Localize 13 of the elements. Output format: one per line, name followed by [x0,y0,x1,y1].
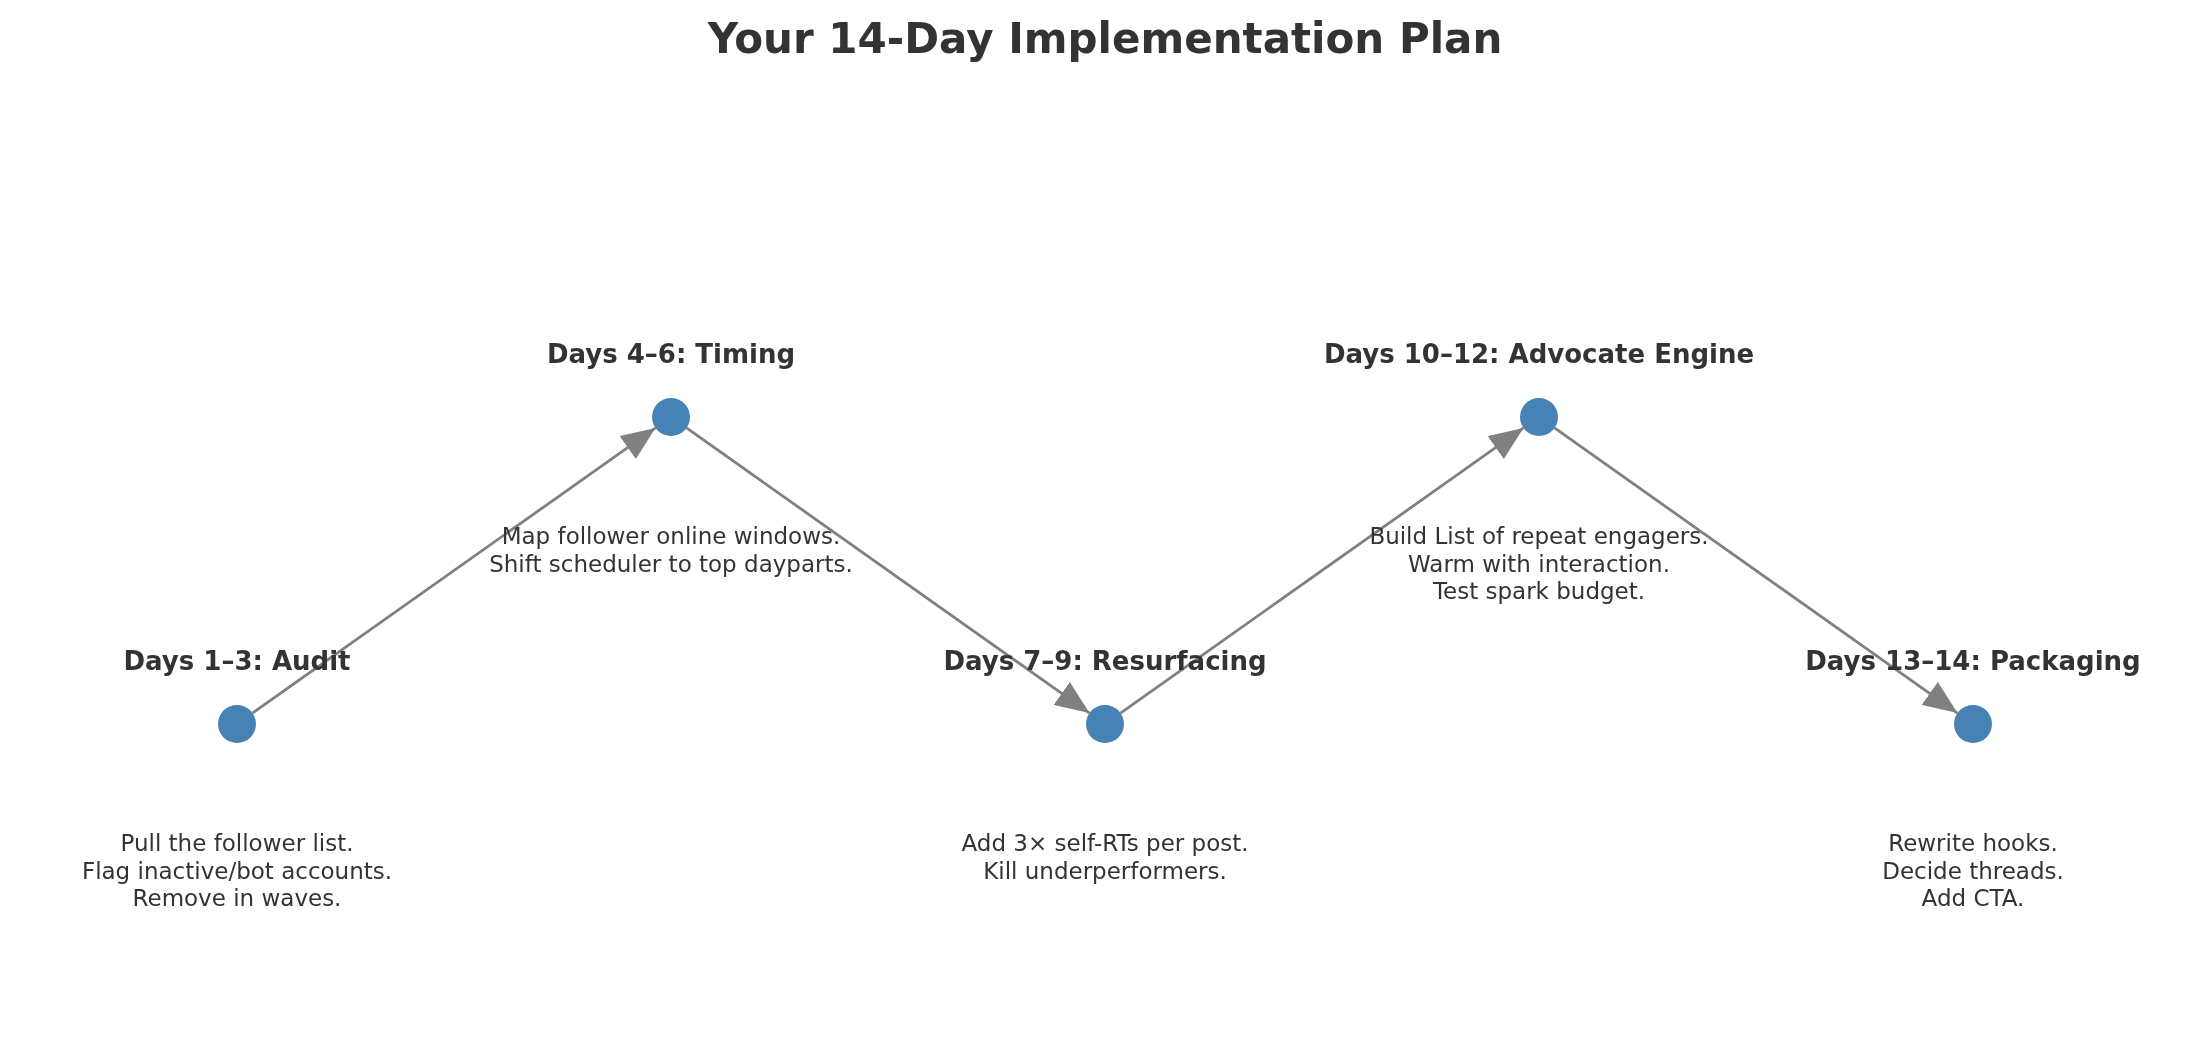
arrow [1553,426,1959,715]
diagram-title: Your 14-Day Implementation Plan [707,14,1503,63]
milestone-heading: Days 10–12: Advocate Engine [1323,339,1755,369]
milestone-description: Rewrite hooks. Decide threads. Add CTA. [1882,830,2064,914]
arrow [685,426,1091,715]
milestone-description: Add 3× self-RTs per post. Kill underperformers. [961,830,1249,886]
milestone-heading: Days 13–14: Packaging [1805,646,2141,676]
milestone-description: Map follower online windows. Shift scheduler to top dayparts. [489,523,853,579]
milestone-description: Pull the follower list. Flag inactive/bot accounts. Remove in waves. [81,830,393,914]
arrow [1119,426,1525,715]
milestone-description: Build List of repeat engagers. Warm with interaction. Test spark budget. [1369,523,1709,607]
arrow [251,426,657,715]
milestone-heading: Days 4–6: Timing [546,339,796,369]
